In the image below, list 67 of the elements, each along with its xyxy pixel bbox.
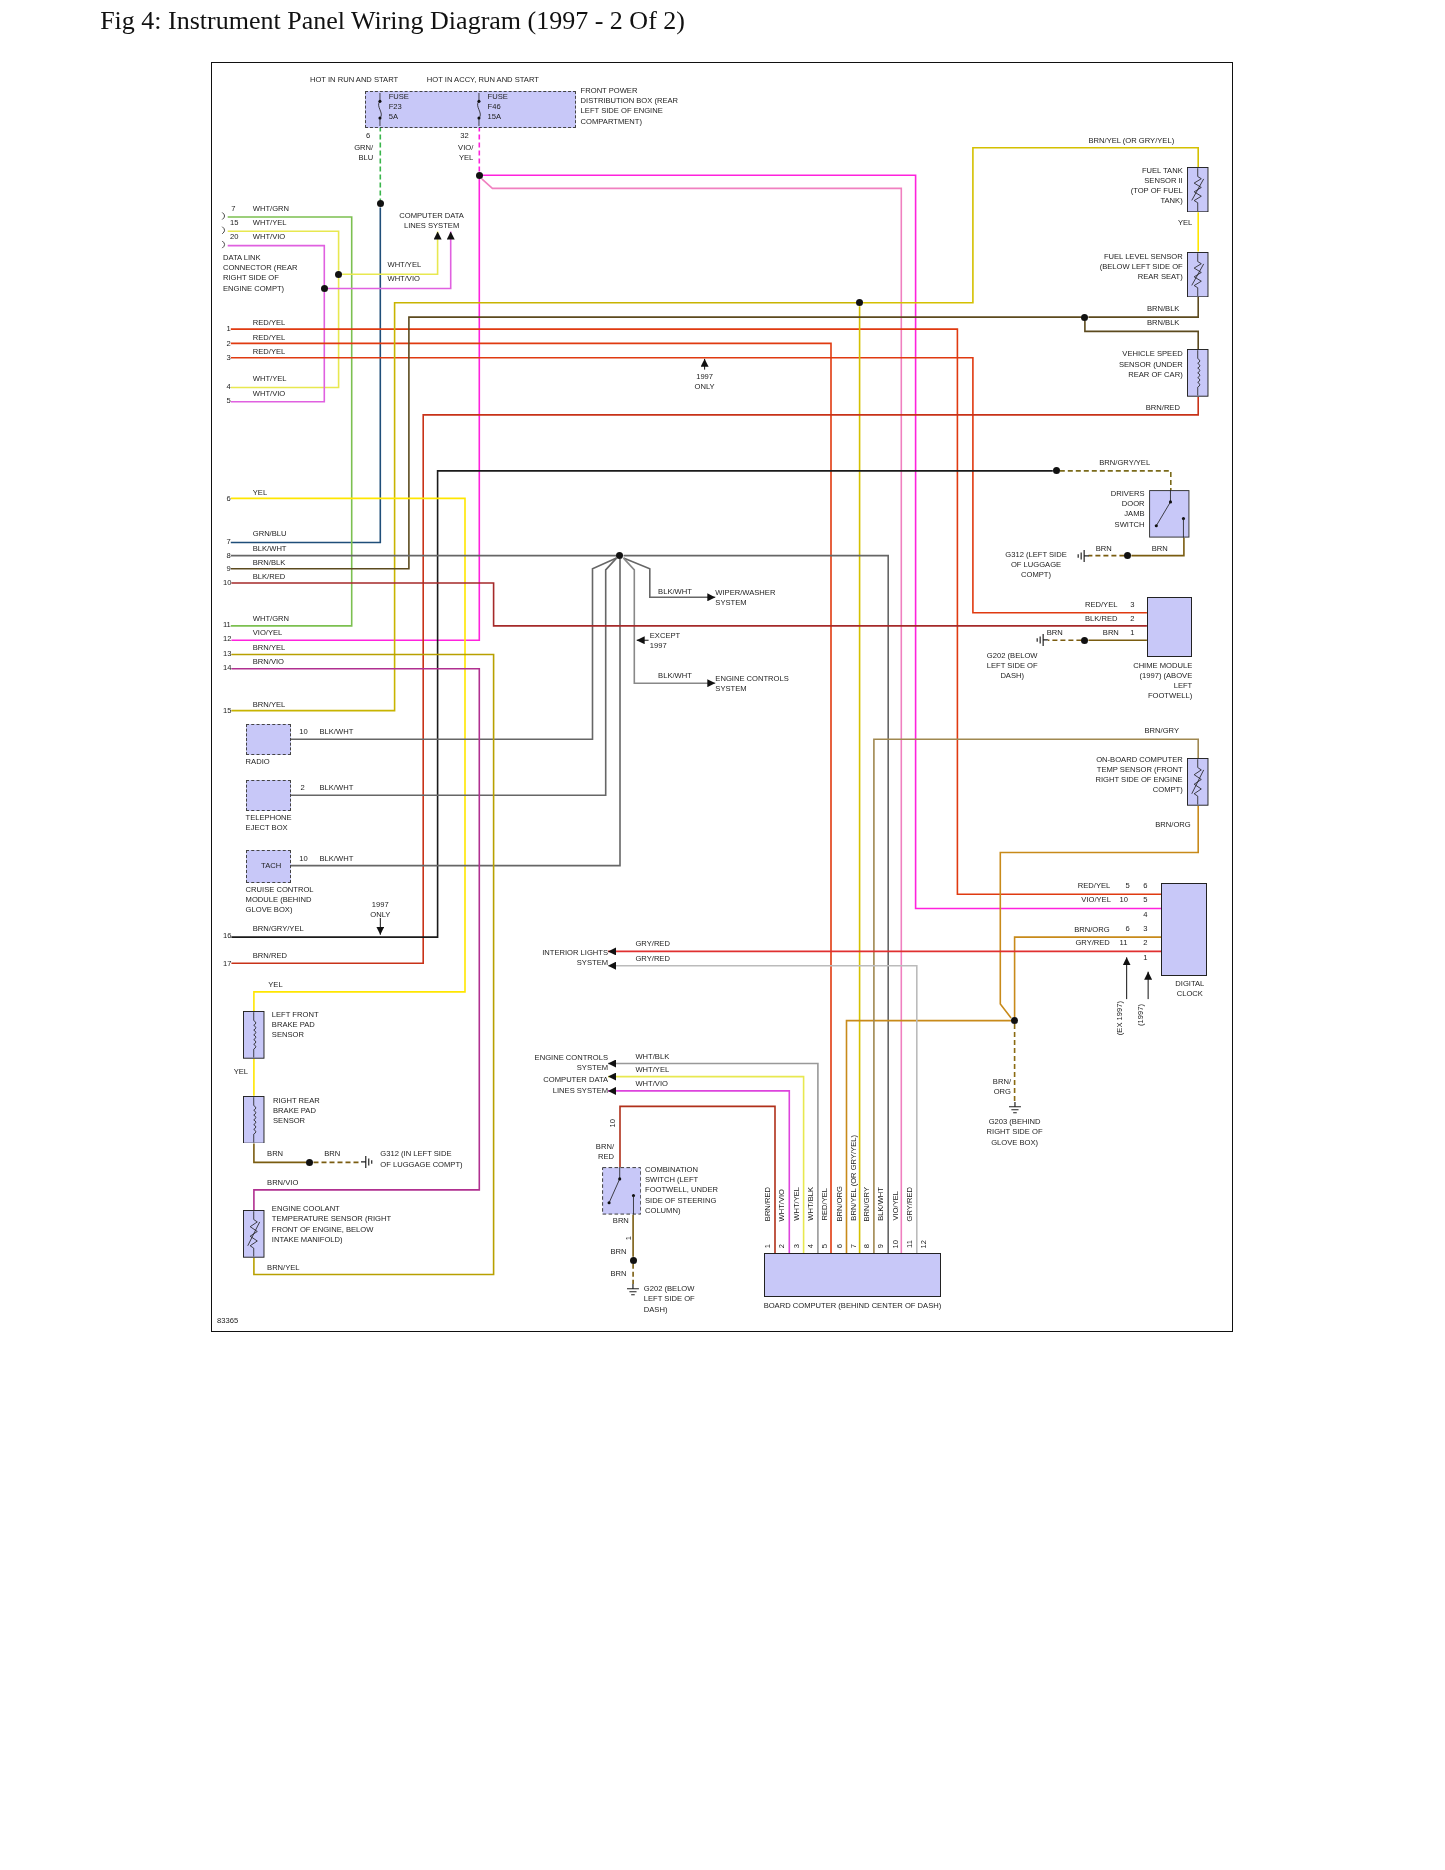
wire [290, 557, 618, 796]
wire [1047, 639, 1083, 641]
wire [632, 1262, 634, 1285]
wire [1197, 211, 1199, 253]
wire [230, 668, 481, 1211]
wire [482, 174, 1163, 910]
splice-dot [335, 270, 343, 278]
splice-dot [475, 171, 483, 179]
wire [481, 178, 903, 1254]
wire [230, 178, 481, 641]
wire [253, 1142, 308, 1164]
splice-dot [306, 1158, 314, 1166]
wire [1130, 536, 1185, 557]
wire [230, 554, 618, 557]
wire [230, 356, 1148, 614]
wire [230, 396, 1199, 965]
wire [622, 557, 717, 602]
wire [1084, 319, 1199, 351]
wire [622, 554, 889, 1254]
wire [478, 125, 481, 173]
wire [632, 1214, 634, 1258]
wire [290, 557, 618, 740]
wire [226, 244, 326, 286]
splice-dot [1124, 552, 1132, 560]
wire [230, 316, 1083, 570]
wire [622, 557, 717, 688]
splice-dot [1081, 636, 1089, 644]
wire [290, 558, 621, 867]
wire [1087, 296, 1199, 318]
wire [230, 328, 1163, 895]
wire [619, 1105, 776, 1254]
wire [230, 276, 340, 389]
wire [230, 206, 382, 544]
diagram-title: Fig 4: Instrument Panel Wiring Diagram (1997 - 2 Of 2) [100, 5, 685, 36]
splice-dot [376, 200, 384, 208]
wire [230, 497, 466, 1012]
wire [230, 582, 1148, 627]
wire [230, 291, 326, 403]
wire [999, 805, 1199, 1019]
wire [226, 230, 340, 272]
wire [341, 230, 442, 275]
wire [1059, 470, 1172, 491]
wire [230, 653, 495, 1276]
wire [845, 1019, 1012, 1254]
splice-dot [1081, 313, 1089, 321]
wire [253, 1057, 255, 1097]
splice-dot [1052, 467, 1060, 475]
wire [226, 216, 353, 627]
wire [230, 302, 857, 712]
wire [1087, 554, 1126, 557]
splice-dot [320, 285, 328, 292]
wire [230, 342, 832, 1254]
splice-dot [629, 1256, 637, 1264]
splice-dot [1011, 1017, 1019, 1025]
wire [1013, 936, 1163, 1018]
wire [379, 125, 382, 202]
wire [607, 947, 1163, 956]
wire [230, 470, 1054, 938]
wire [327, 230, 455, 290]
wire [1013, 1023, 1016, 1103]
wire [607, 961, 918, 1254]
splice-dot [856, 299, 864, 307]
wire [873, 738, 1199, 1254]
wire [1087, 639, 1148, 641]
wire [858, 305, 861, 1254]
splice-dot [616, 552, 624, 560]
wire [862, 147, 1199, 304]
